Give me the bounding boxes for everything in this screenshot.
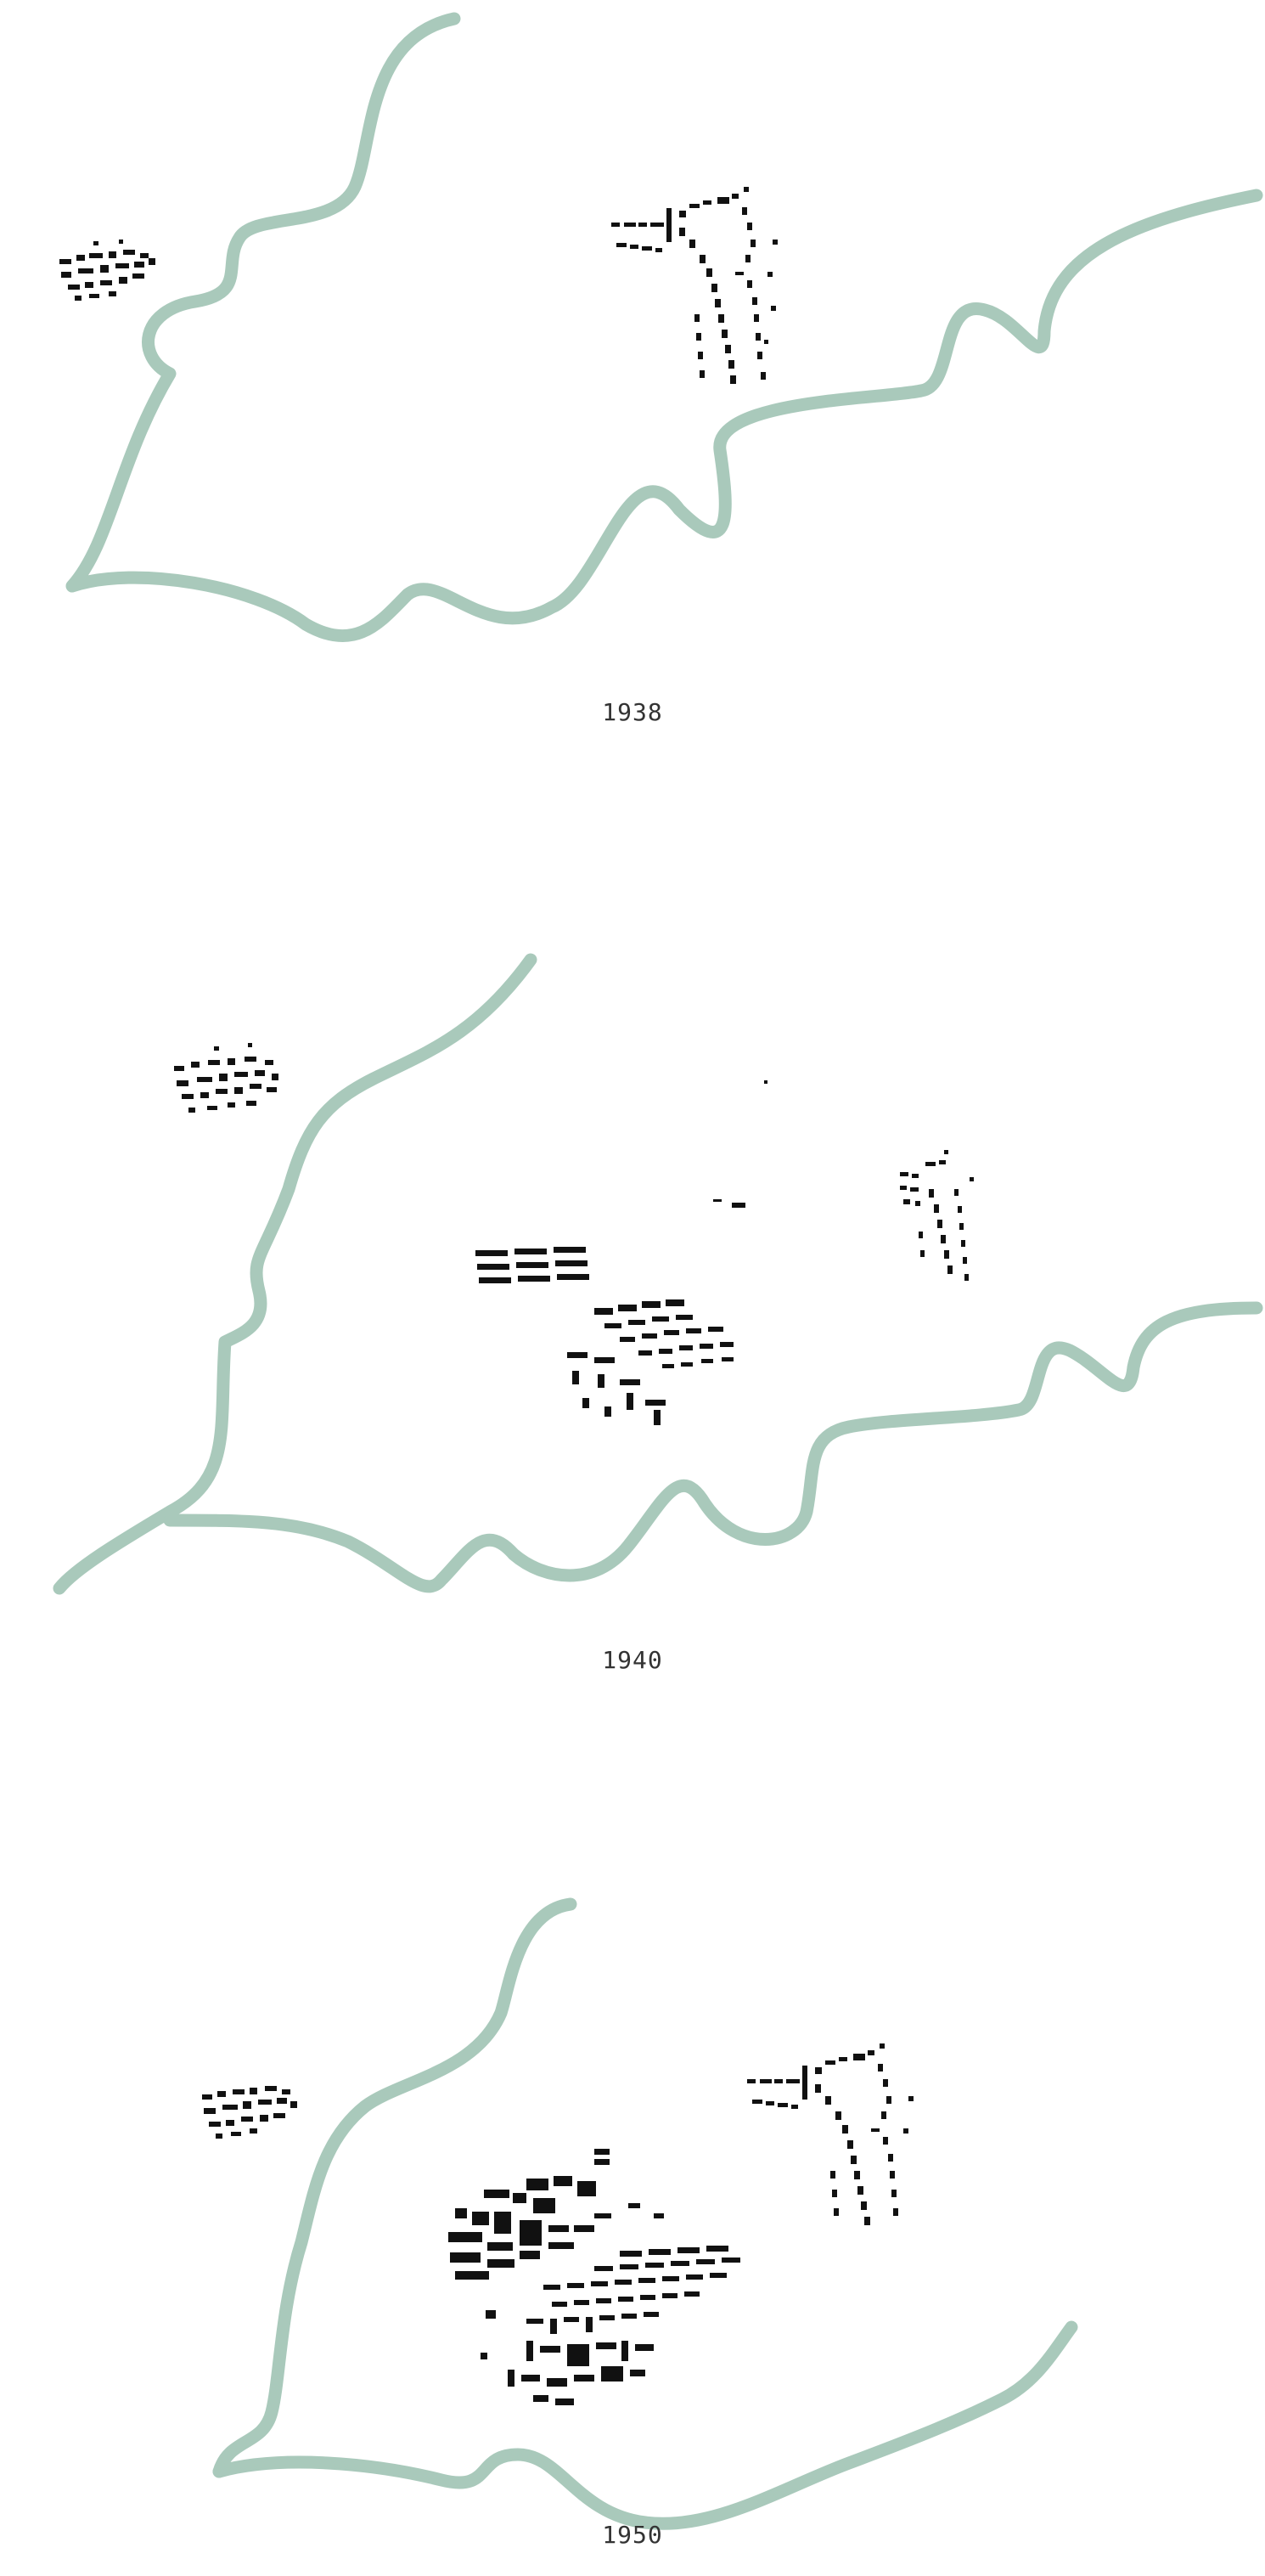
map-year-label: 1940	[602, 1646, 663, 1674]
settlement-west-1940	[174, 1043, 278, 1113]
settlement-central-1950	[481, 2246, 740, 2405]
map-1940	[53, 953, 1263, 1595]
river-south-1940	[163, 1301, 1263, 1593]
barracks-1940	[475, 1247, 589, 1283]
map-panel-1950: 1950	[0, 1869, 1265, 2576]
outbuilding	[764, 1080, 767, 1084]
river-west-1940	[53, 953, 537, 1595]
map-panel-1940: 1940	[0, 934, 1265, 1699]
settlement-west-1950	[202, 2086, 297, 2139]
settlement-east-1950	[747, 2043, 914, 2225]
settlement-west-1938	[59, 240, 155, 301]
settlement-central-1940	[567, 1299, 734, 1425]
map-1950	[202, 1897, 1078, 2530]
settlement-east-1938	[611, 187, 778, 384]
industrial-blocks-1950	[448, 2149, 664, 2280]
map-panel-1938: 1938	[0, 0, 1265, 764]
map-1938	[59, 12, 1263, 642]
settlement-east-1940	[900, 1150, 974, 1281]
outbuilding	[732, 1203, 745, 1208]
river-west-1950	[212, 1897, 577, 2478]
river-west-1938	[65, 12, 1263, 642]
map-year-label: 1938	[602, 698, 663, 726]
map-year-label: 1950	[602, 2521, 663, 2549]
river-south-1950	[212, 2320, 1078, 2530]
outbuilding	[713, 1199, 722, 1202]
